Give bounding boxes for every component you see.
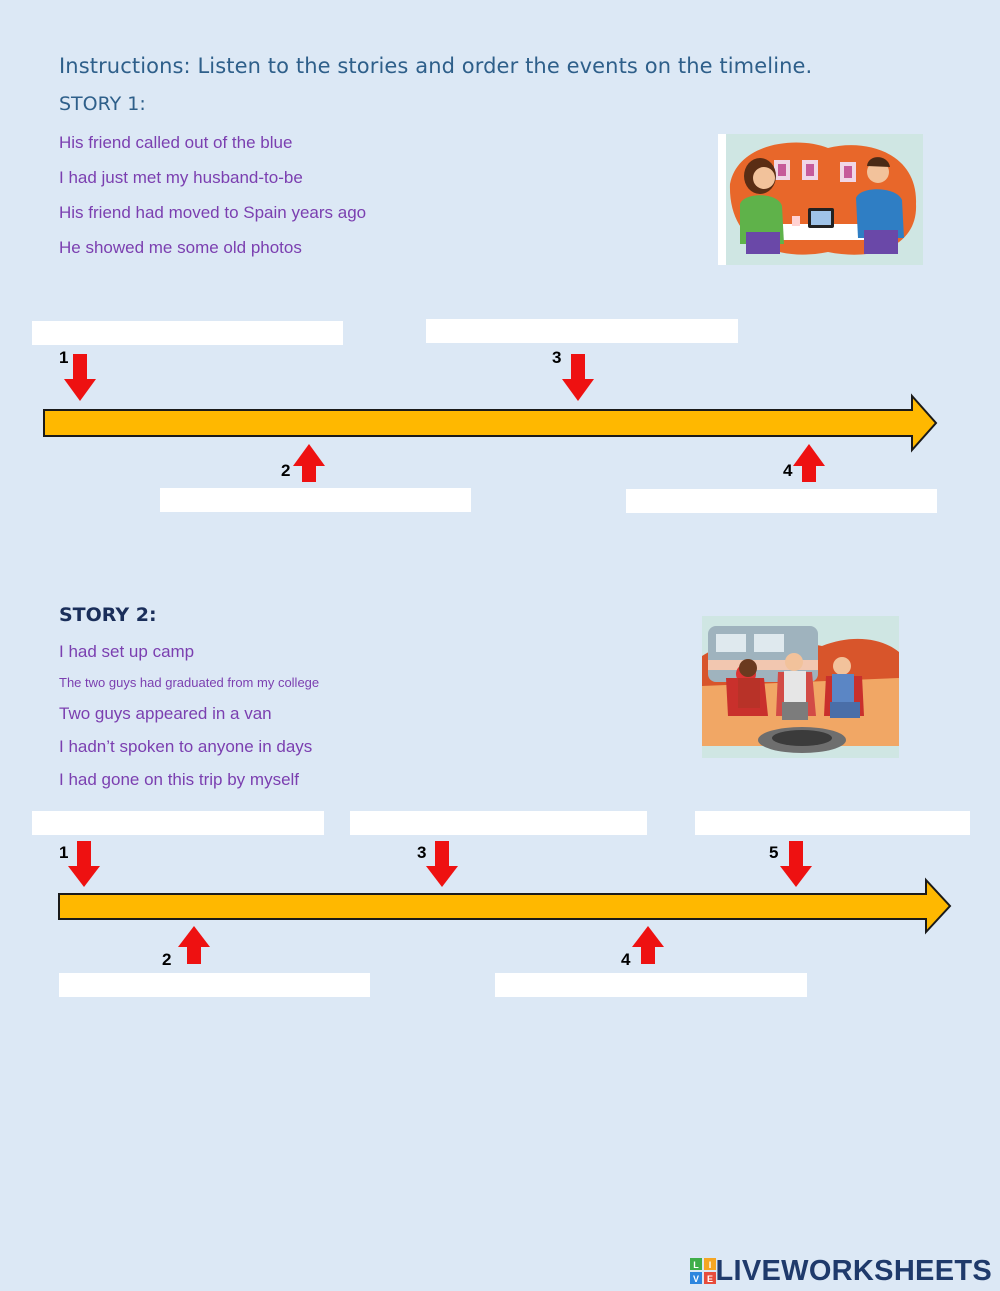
- story2-event: I had gone on this trip by myself: [59, 770, 300, 789]
- badge-letter: L: [693, 1260, 699, 1270]
- badge-letter: I: [708, 1260, 711, 1270]
- story1-event: I had just met my husband-to-be: [59, 168, 303, 187]
- up-arrow-icon: [178, 926, 210, 964]
- down-arrow-icon: [426, 841, 458, 887]
- down-arrow-icon: [562, 354, 594, 401]
- story1-answer-box-4[interactable]: [626, 489, 937, 513]
- story2-answer-box-5[interactable]: [695, 811, 970, 835]
- story2-event: Two guys appeared in a van: [59, 704, 272, 723]
- story2-answer-box-2[interactable]: [59, 973, 370, 997]
- badge-letter: E: [706, 1274, 712, 1284]
- liveworksheets-logo-text: LIVEWORKSHEETS: [715, 1254, 992, 1287]
- story2-marker-number: 5: [769, 843, 779, 862]
- up-arrow-icon: [293, 444, 325, 482]
- story2-marker-number: 3: [417, 843, 427, 862]
- liveworksheets-logo: L I V E LIVEWORKSHEETS: [689, 1254, 993, 1288]
- story2-answer-box-4[interactable]: [495, 973, 807, 997]
- story1-timeline: [43, 354, 938, 482]
- story2-timeline-arrow: [58, 877, 952, 935]
- story1-title: STORY 1:: [59, 93, 146, 115]
- story2-title: STORY 2:: [59, 604, 157, 626]
- story2-answer-box-3[interactable]: [350, 811, 647, 835]
- story1-answer-box-3[interactable]: [426, 319, 738, 343]
- story1-event: He showed me some old photos: [59, 238, 302, 257]
- story1-event: His friend had moved to Spain years ago: [59, 203, 367, 222]
- story1-couple-image: [718, 134, 923, 265]
- down-arrow-icon: [68, 841, 100, 887]
- story2-event: I had set up camp: [59, 642, 195, 661]
- story1-answer-box-1[interactable]: [32, 321, 343, 345]
- liveworksheets-badge-icon: L I V E: [689, 1258, 716, 1284]
- badge-letter: V: [692, 1274, 698, 1284]
- story2-marker-number: 2: [162, 950, 172, 969]
- down-arrow-icon: [780, 841, 812, 887]
- story2-marker-number: 4: [621, 950, 631, 969]
- story1-answer-box-2[interactable]: [160, 488, 471, 512]
- story2-event: I hadn’t spoken to anyone in days: [59, 737, 313, 756]
- up-arrow-icon: [632, 926, 664, 964]
- story2-event: The two guys had graduated from my colle…: [59, 675, 320, 690]
- story2-marker-number: 1: [59, 843, 69, 862]
- story2-answer-box-1[interactable]: [32, 811, 324, 835]
- story1-event: His friend called out of the blue: [59, 133, 293, 152]
- instructions-text: Instructions: Listen to the stories and …: [59, 54, 813, 78]
- story1-marker-number: 3: [552, 348, 562, 367]
- up-arrow-icon: [793, 444, 825, 482]
- story2-timeline: [58, 841, 952, 964]
- story2-campfire-image: [702, 616, 899, 758]
- story1-marker-number: 2: [281, 461, 291, 480]
- story1-marker-number: 4: [783, 461, 793, 480]
- down-arrow-icon: [64, 354, 96, 401]
- story1-timeline-arrow: [43, 393, 938, 453]
- story1-marker-number: 1: [59, 348, 69, 367]
